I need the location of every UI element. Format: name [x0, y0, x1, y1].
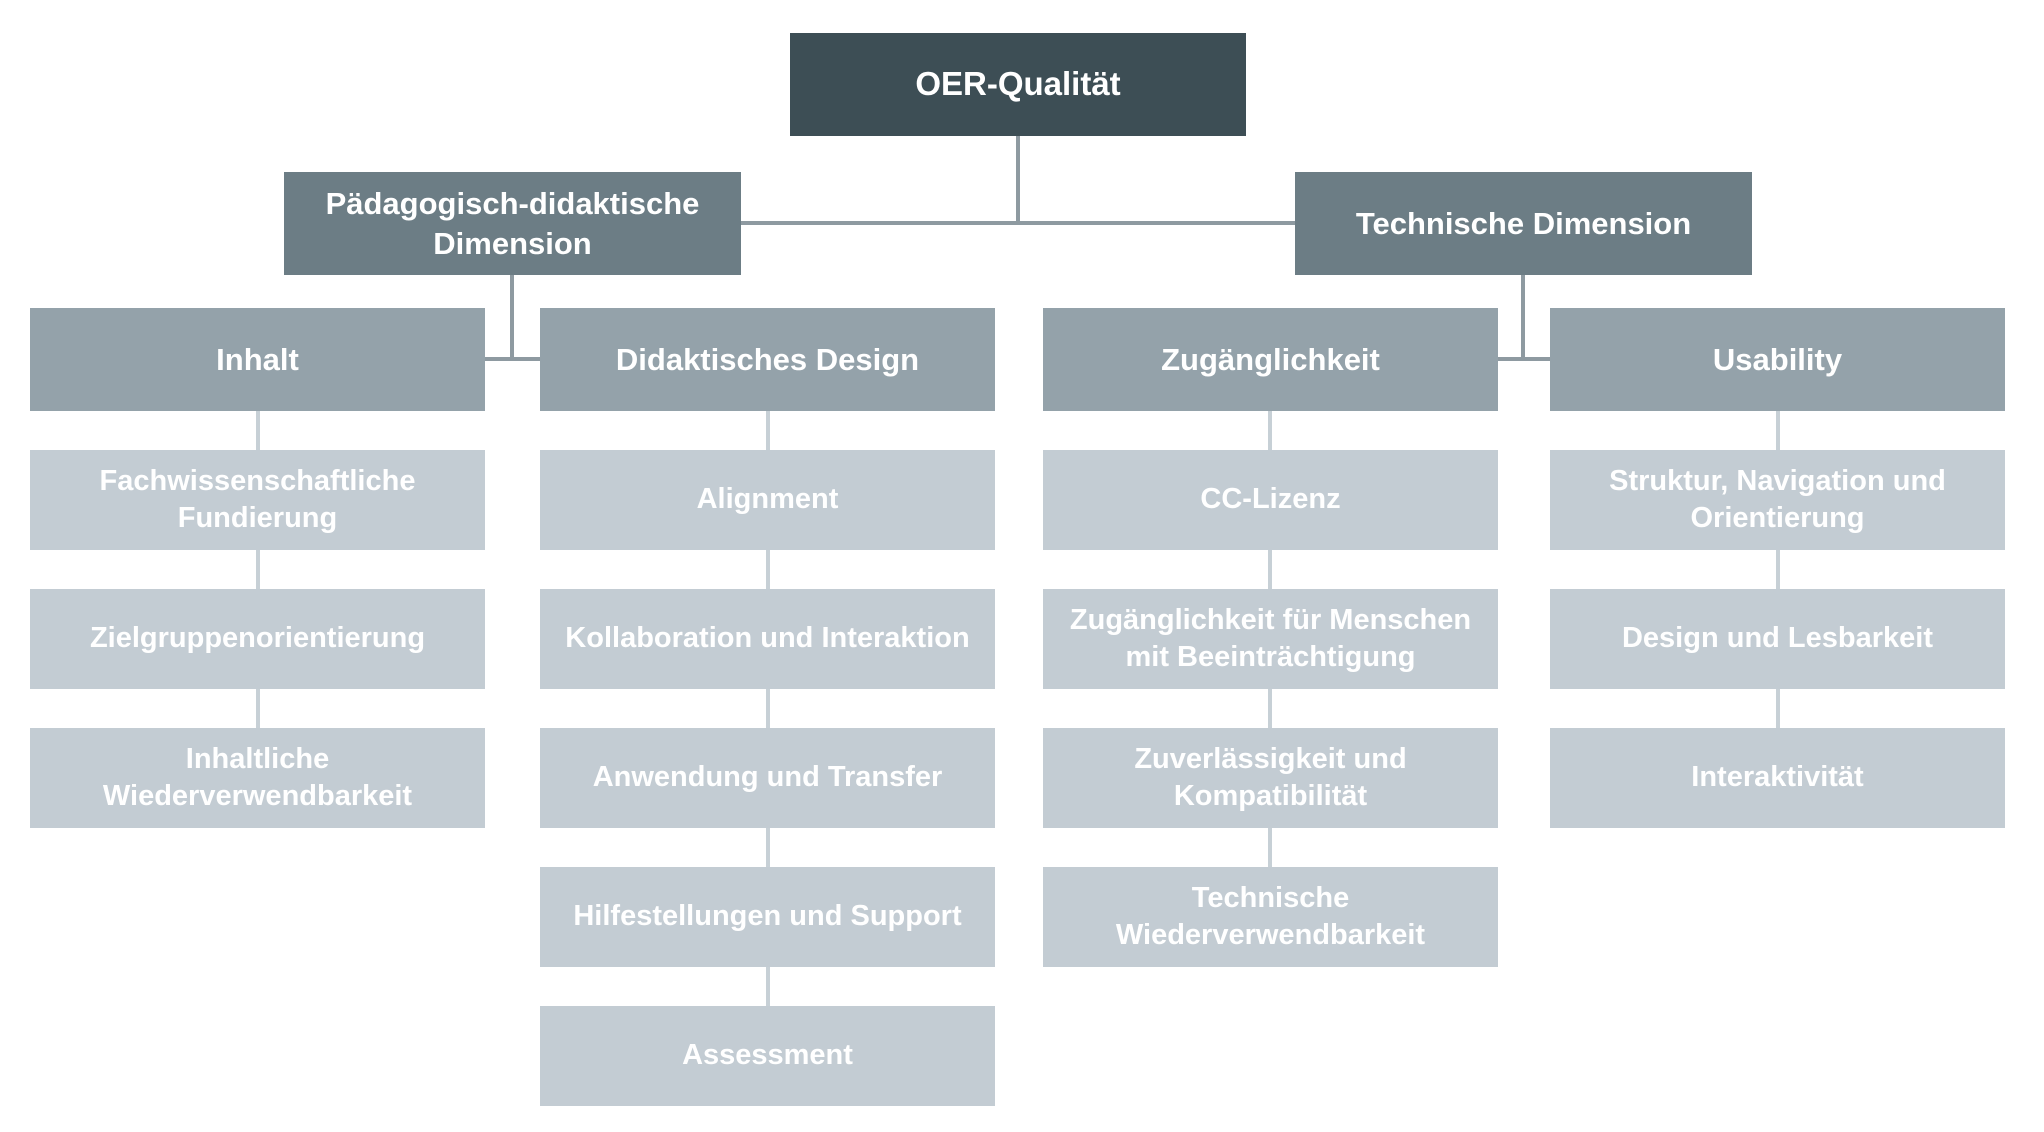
connector-col2-4 — [766, 828, 770, 867]
connector-col3-3 — [1268, 689, 1272, 728]
node-item-design-lesbarkeit: Design und Lesbarkeit — [1550, 589, 2005, 689]
connector-dimension-right-vertical — [1521, 275, 1525, 361]
node-item-hilfestellungen-support: Hilfestellungen und Support — [540, 867, 995, 967]
node-item-zuverlaessigkeit-kompatibilitaet: Zuverlässigkeit und Kompatibilität — [1043, 728, 1498, 828]
connector-root-vertical — [1016, 136, 1020, 225]
connector-col4-2 — [1776, 550, 1780, 589]
node-item-anwendung-transfer: Anwendung und Transfer — [540, 728, 995, 828]
node-item-interaktivitaet: Interaktivität — [1550, 728, 2005, 828]
connector-col1-2 — [256, 550, 260, 589]
node-item-kollaboration-interaktion: Kollaboration und Interaktion — [540, 589, 995, 689]
connector-col2-3 — [766, 689, 770, 728]
connector-col3-1 — [1268, 411, 1272, 450]
node-item-fachwissenschaftliche-fundierung: Fachwissenschaftliche Fundierung — [30, 450, 485, 550]
node-item-zielgruppenorientierung: Zielgruppenorientierung — [30, 589, 485, 689]
connector-col3-2 — [1268, 550, 1272, 589]
connector-col4-1 — [1776, 411, 1780, 450]
connector-dimension-left-vertical — [510, 275, 514, 361]
node-item-alignment: Alignment — [540, 450, 995, 550]
node-dimension-paedagogisch: Pädagogisch-didaktische Dimension — [284, 172, 741, 275]
node-item-cc-lizenz: CC-Lizenz — [1043, 450, 1498, 550]
node-item-assessment: Assessment — [540, 1006, 995, 1106]
node-dimension-technisch: Technische Dimension — [1295, 172, 1752, 275]
connector-col1-1 — [256, 411, 260, 450]
node-item-struktur-navigation-orientierung: Struktur, Navigation und Orientierung — [1550, 450, 2005, 550]
connector-root-horizontal — [741, 221, 1295, 225]
connector-col4-3 — [1776, 689, 1780, 728]
node-header-didaktisches-design: Didaktisches Design — [540, 308, 995, 411]
node-item-zugaenglichkeit-menschen: Zugänglichkeit für Menschen mit Beeinträ… — [1043, 589, 1498, 689]
connector-col3-4 — [1268, 828, 1272, 867]
node-header-usability: Usability — [1550, 308, 2005, 411]
node-root: OER-Qualität — [790, 33, 1246, 136]
node-item-inhaltliche-wiederverwendbarkeit: Inhaltliche Wiederverwendbarkeit — [30, 728, 485, 828]
connector-dimension-left-horizontal — [485, 357, 540, 361]
connector-col1-3 — [256, 689, 260, 728]
connector-col2-5 — [766, 967, 770, 1006]
node-header-zugaenglichkeit: Zugänglichkeit — [1043, 308, 1498, 411]
connector-col2-1 — [766, 411, 770, 450]
connector-dimension-right-horizontal — [1498, 357, 1550, 361]
node-item-technische-wiederverwendbarkeit: Technische Wiederverwendbarkeit — [1043, 867, 1498, 967]
node-header-inhalt: Inhalt — [30, 308, 485, 411]
connector-col2-2 — [766, 550, 770, 589]
